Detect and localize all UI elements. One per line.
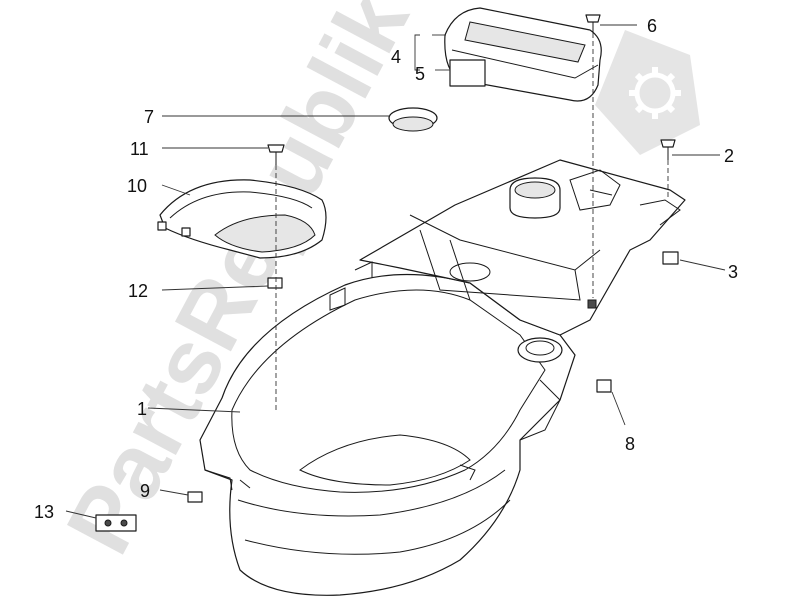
callout-12: 12 [128,281,148,301]
helmet-compartment [199,159,686,596]
callout-labels: 1 2 3 4 5 6 7 8 9 10 11 12 13 [34,16,738,522]
callout-2: 2 [724,146,734,166]
rubber-cap [388,107,438,132]
screw-11 [267,144,285,165]
callout-9: 9 [140,481,150,501]
upper-tray [444,7,602,102]
small-nut-top [587,299,597,309]
gear-icon [595,30,700,155]
clip-12 [267,277,283,289]
leader-lines [65,24,726,519]
small-block [449,59,486,87]
callout-1: 1 [137,399,147,419]
callout-10: 10 [127,176,147,196]
clip-9 [187,491,203,503]
callout-5: 5 [415,64,425,84]
callout-6: 6 [647,16,657,36]
callout-13: 13 [34,502,54,522]
assembly-lines [275,33,669,410]
callout-7: 7 [144,107,154,127]
clip-3 [662,251,679,265]
plate-13 [95,514,137,532]
callout-3: 3 [728,262,738,282]
clip-8 [596,379,612,393]
screw-2 [660,139,676,160]
callout-11: 11 [130,139,149,159]
small-lid [157,179,327,259]
callout-8: 8 [625,434,635,454]
callout-4: 4 [391,47,401,67]
screw-6 [585,14,601,33]
